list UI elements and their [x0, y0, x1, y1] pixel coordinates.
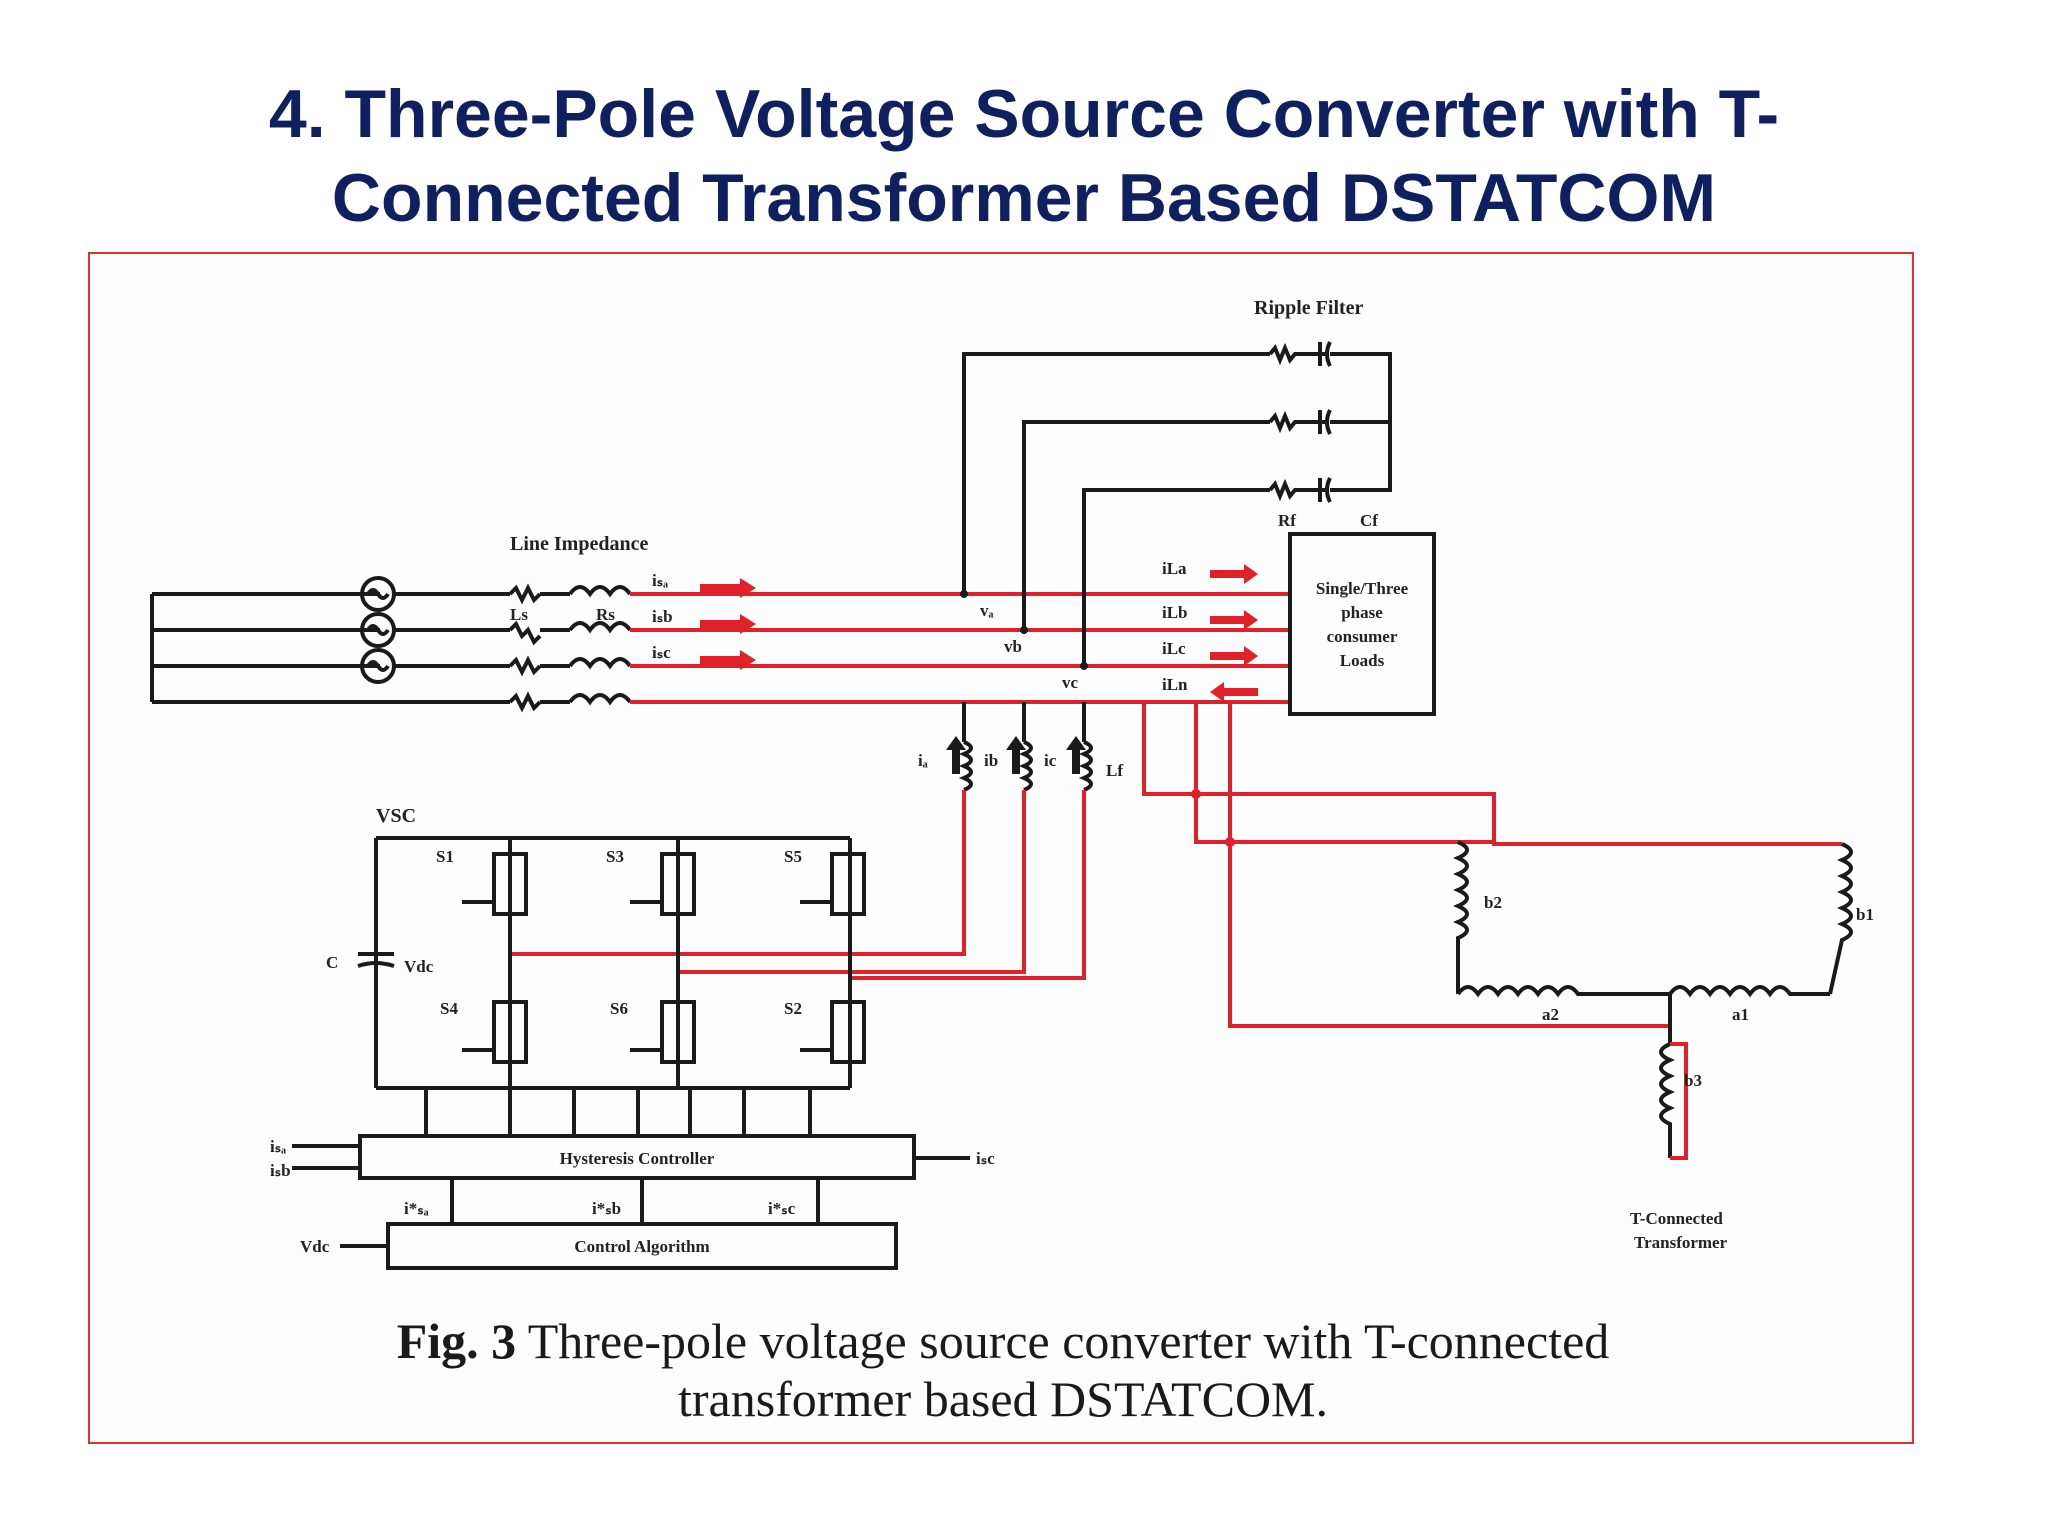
dstatcom-circuit-diagram: Line Impedance Ls Rs iₛₐ iₛb iₛc vₐ vb v…	[150, 297, 1874, 1270]
filter-capacitor-icon	[1318, 341, 1332, 503]
load-label-line3: consumer	[1327, 627, 1398, 646]
isb-input-label: iₛb	[270, 1161, 291, 1180]
isc-input-label: iₛc	[976, 1149, 995, 1168]
figure-frame: Line Impedance Ls Rs iₛₐ iₛb iₛc vₐ vb v…	[88, 252, 1914, 1444]
slide-title: 4. Three-Pole Voltage Source Converter w…	[0, 72, 2048, 240]
isb-arrow-icon	[700, 614, 756, 634]
controller-group: Hysteresis Controller iₛₐ iₛb iₛc i*ₛₐ i…	[270, 1088, 995, 1270]
isc-ref-label: i*ₛc	[768, 1199, 796, 1218]
ilb-label: iLb	[1162, 603, 1188, 622]
vdc-input-label: Vdc	[300, 1237, 330, 1256]
icb-label: ib	[984, 751, 998, 770]
iln-label: iLn	[1162, 675, 1188, 694]
b1-label: b1	[1856, 905, 1874, 924]
a2-label: a2	[1542, 1005, 1559, 1024]
caption-prefix: Fig. 3	[396, 1313, 517, 1369]
ripple-filter-label: Ripple Filter	[1254, 297, 1364, 319]
ls-label: Ls	[510, 605, 528, 624]
a1-label: a1	[1732, 1005, 1749, 1024]
b2-label: b2	[1484, 893, 1502, 912]
interface-inductors: iₐ ib ic Lf	[510, 702, 1123, 980]
winding-a1-icon	[1668, 985, 1830, 998]
rf-label: Rf	[1278, 511, 1296, 530]
figure-caption: Fig. 3 Three-pole voltage source convert…	[90, 1312, 1916, 1428]
vdc-label: Vdc	[404, 957, 434, 976]
supply-lines: iₛₐ iₛb iₛc vₐ vb vc	[630, 571, 1290, 704]
isa-input-label: iₛₐ	[270, 1137, 286, 1156]
load-label-line4: Loads	[1340, 651, 1385, 670]
ripple-filter-group: Ripple Filter Rf Cf	[962, 297, 1392, 666]
isa-arrow-icon	[700, 578, 756, 598]
caption-text-line2: transformer based DSTATCOM.	[677, 1371, 1329, 1427]
igbt-switches	[462, 852, 866, 1064]
icc-label: ic	[1044, 751, 1057, 770]
rs-label: Rs	[596, 605, 615, 624]
isc-arrow-icon	[700, 650, 756, 670]
load-group: Single/Three phase consumer Loads iLa iL…	[1162, 532, 1436, 716]
isa-label: iₛₐ	[652, 571, 668, 590]
line-impedance-label: Line Impedance	[510, 533, 648, 555]
caption-text-line1: Three-pole voltage source converter with…	[516, 1313, 1610, 1369]
vc-label: vc	[1062, 673, 1079, 692]
ilc-label: iLc	[1162, 639, 1186, 658]
control-algorithm-label: Control Algorithm	[574, 1237, 709, 1256]
ilc-arrow-icon	[1210, 646, 1258, 666]
c-label: C	[326, 953, 338, 972]
isc-label: iₛc	[652, 643, 671, 662]
s3-label: S3	[606, 847, 624, 866]
ila-label: iLa	[1162, 559, 1187, 578]
winding-b3-icon	[1659, 994, 1675, 1158]
vb-label: vb	[1004, 637, 1022, 656]
t-transformer-label-line1: T-Connected	[1630, 1209, 1723, 1228]
s4-label: S4	[440, 999, 458, 1018]
vsc-label: VSC	[376, 805, 416, 827]
s5-label: S5	[784, 847, 802, 866]
load-box	[1288, 532, 1436, 716]
isb-label: iₛb	[652, 607, 673, 626]
ica-label: iₐ	[918, 751, 928, 770]
lf-label: Lf	[1106, 761, 1123, 780]
load-label-line2: phase	[1341, 603, 1383, 622]
winding-b1-icon	[1828, 842, 1853, 995]
s6-label: S6	[610, 999, 628, 1018]
ilb-arrow-icon	[1210, 610, 1258, 630]
ac-source-group	[150, 576, 510, 704]
s1-label: S1	[436, 847, 454, 866]
ila-arrow-icon	[1210, 564, 1258, 584]
slide-title-line2: Connected Transformer Based DSTATCOM	[331, 160, 1717, 236]
va-label: vₐ	[980, 601, 994, 620]
t-connected-transformer: b2 b1 a2 a1 b3 T-Connected Transformer	[1142, 702, 1874, 1252]
hysteresis-controller-label: Hysteresis Controller	[560, 1149, 715, 1168]
winding-b2-icon	[1453, 840, 1469, 994]
slide-title-line1: 4. Three-Pole Voltage Source Converter w…	[268, 76, 1780, 152]
s2-label: S2	[784, 999, 802, 1018]
iln-arrow-icon	[1210, 682, 1258, 702]
t-transformer-label-line2: Transformer	[1634, 1233, 1728, 1252]
vsc-group: VSC C Vdc S1 S3 S5 S4 S6 S2	[326, 805, 866, 1090]
cf-label: Cf	[1360, 511, 1378, 530]
isa-ref-label: i*ₛₐ	[404, 1199, 429, 1218]
load-label-line1: Single/Three	[1316, 579, 1409, 598]
b3-label: b3	[1684, 1071, 1702, 1090]
isb-ref-label: i*ₛb	[592, 1199, 621, 1218]
winding-a2-icon	[1456, 985, 1670, 998]
line-impedance-group: Line Impedance Ls Rs	[508, 533, 648, 713]
